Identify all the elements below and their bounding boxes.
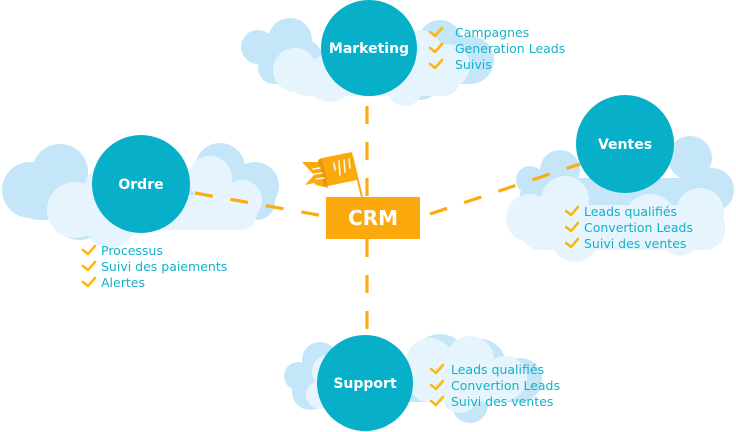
list-support: Leads qualifiés Convertion Leads Suivi d… [429, 362, 560, 409]
check-icon [564, 221, 580, 233]
list-item: Suivis [428, 57, 492, 72]
list-item: Convertion Leads [564, 220, 693, 235]
check-icon [564, 237, 580, 249]
check-icon [428, 26, 444, 38]
svg-text:Convertion Leads: Convertion Leads [451, 378, 560, 393]
list-item: Leads qualifiés [564, 204, 677, 219]
check-icon [81, 276, 97, 288]
list-item: Convertion Leads [429, 378, 560, 393]
list-item: Alertes [81, 275, 145, 290]
check-icon [429, 363, 445, 375]
check-icon [428, 42, 444, 54]
list-item: Suivi des ventes [564, 236, 686, 251]
list-item: Campagnes [428, 25, 529, 40]
node-ventes: Ventes [576, 95, 674, 193]
svg-text:Convertion Leads: Convertion Leads [584, 220, 693, 235]
check-icon [564, 205, 580, 217]
check-icon [429, 379, 445, 391]
crm-label: CRM [348, 206, 398, 230]
list-item: Suivi des ventes [429, 394, 553, 409]
node-label-support: Support [333, 376, 397, 392]
list-item: Generation Leads [428, 41, 565, 56]
svg-text:Processus: Processus [101, 243, 163, 258]
connector-ventes [429, 162, 581, 216]
list-ordre: Processus Suivi des paiements Alertes [81, 243, 227, 290]
svg-text:Leads qualifiés: Leads qualifiés [584, 204, 677, 219]
svg-text:Suivi des ventes: Suivi des ventes [584, 236, 686, 251]
check-icon [81, 244, 97, 256]
list-item: Suivi des paiements [81, 259, 227, 274]
node-label-ordre: Ordre [118, 177, 163, 193]
list-marketing: Campagnes Generation Leads Suivis [428, 25, 565, 72]
crm-box: CRM [326, 197, 420, 239]
flag-icon [302, 152, 363, 198]
connector-ordre [194, 191, 325, 218]
list-item: Leads qualifiés [429, 362, 544, 377]
svg-text:Alertes: Alertes [101, 275, 145, 290]
node-ordre: Ordre [92, 135, 190, 233]
svg-text:Campagnes: Campagnes [455, 25, 529, 40]
svg-text:Suivi des paiements: Suivi des paiements [101, 259, 227, 274]
list-item: Processus [81, 243, 163, 258]
svg-text:Generation Leads: Generation Leads [455, 41, 565, 56]
svg-text:Suivi des ventes: Suivi des ventes [451, 394, 553, 409]
check-icon [81, 260, 97, 272]
check-icon [428, 58, 444, 70]
node-label-marketing: Marketing [329, 41, 409, 57]
svg-text:Leads qualifiés: Leads qualifiés [451, 362, 544, 377]
list-ventes: Leads qualifiés Convertion Leads Suivi d… [564, 204, 693, 251]
node-marketing: Marketing [321, 0, 417, 96]
node-label-ventes: Ventes [598, 137, 652, 153]
check-icon [429, 395, 445, 407]
node-support: Support [317, 335, 413, 431]
cloud-ordre [2, 143, 279, 248]
svg-text:Suivis: Suivis [455, 57, 492, 72]
